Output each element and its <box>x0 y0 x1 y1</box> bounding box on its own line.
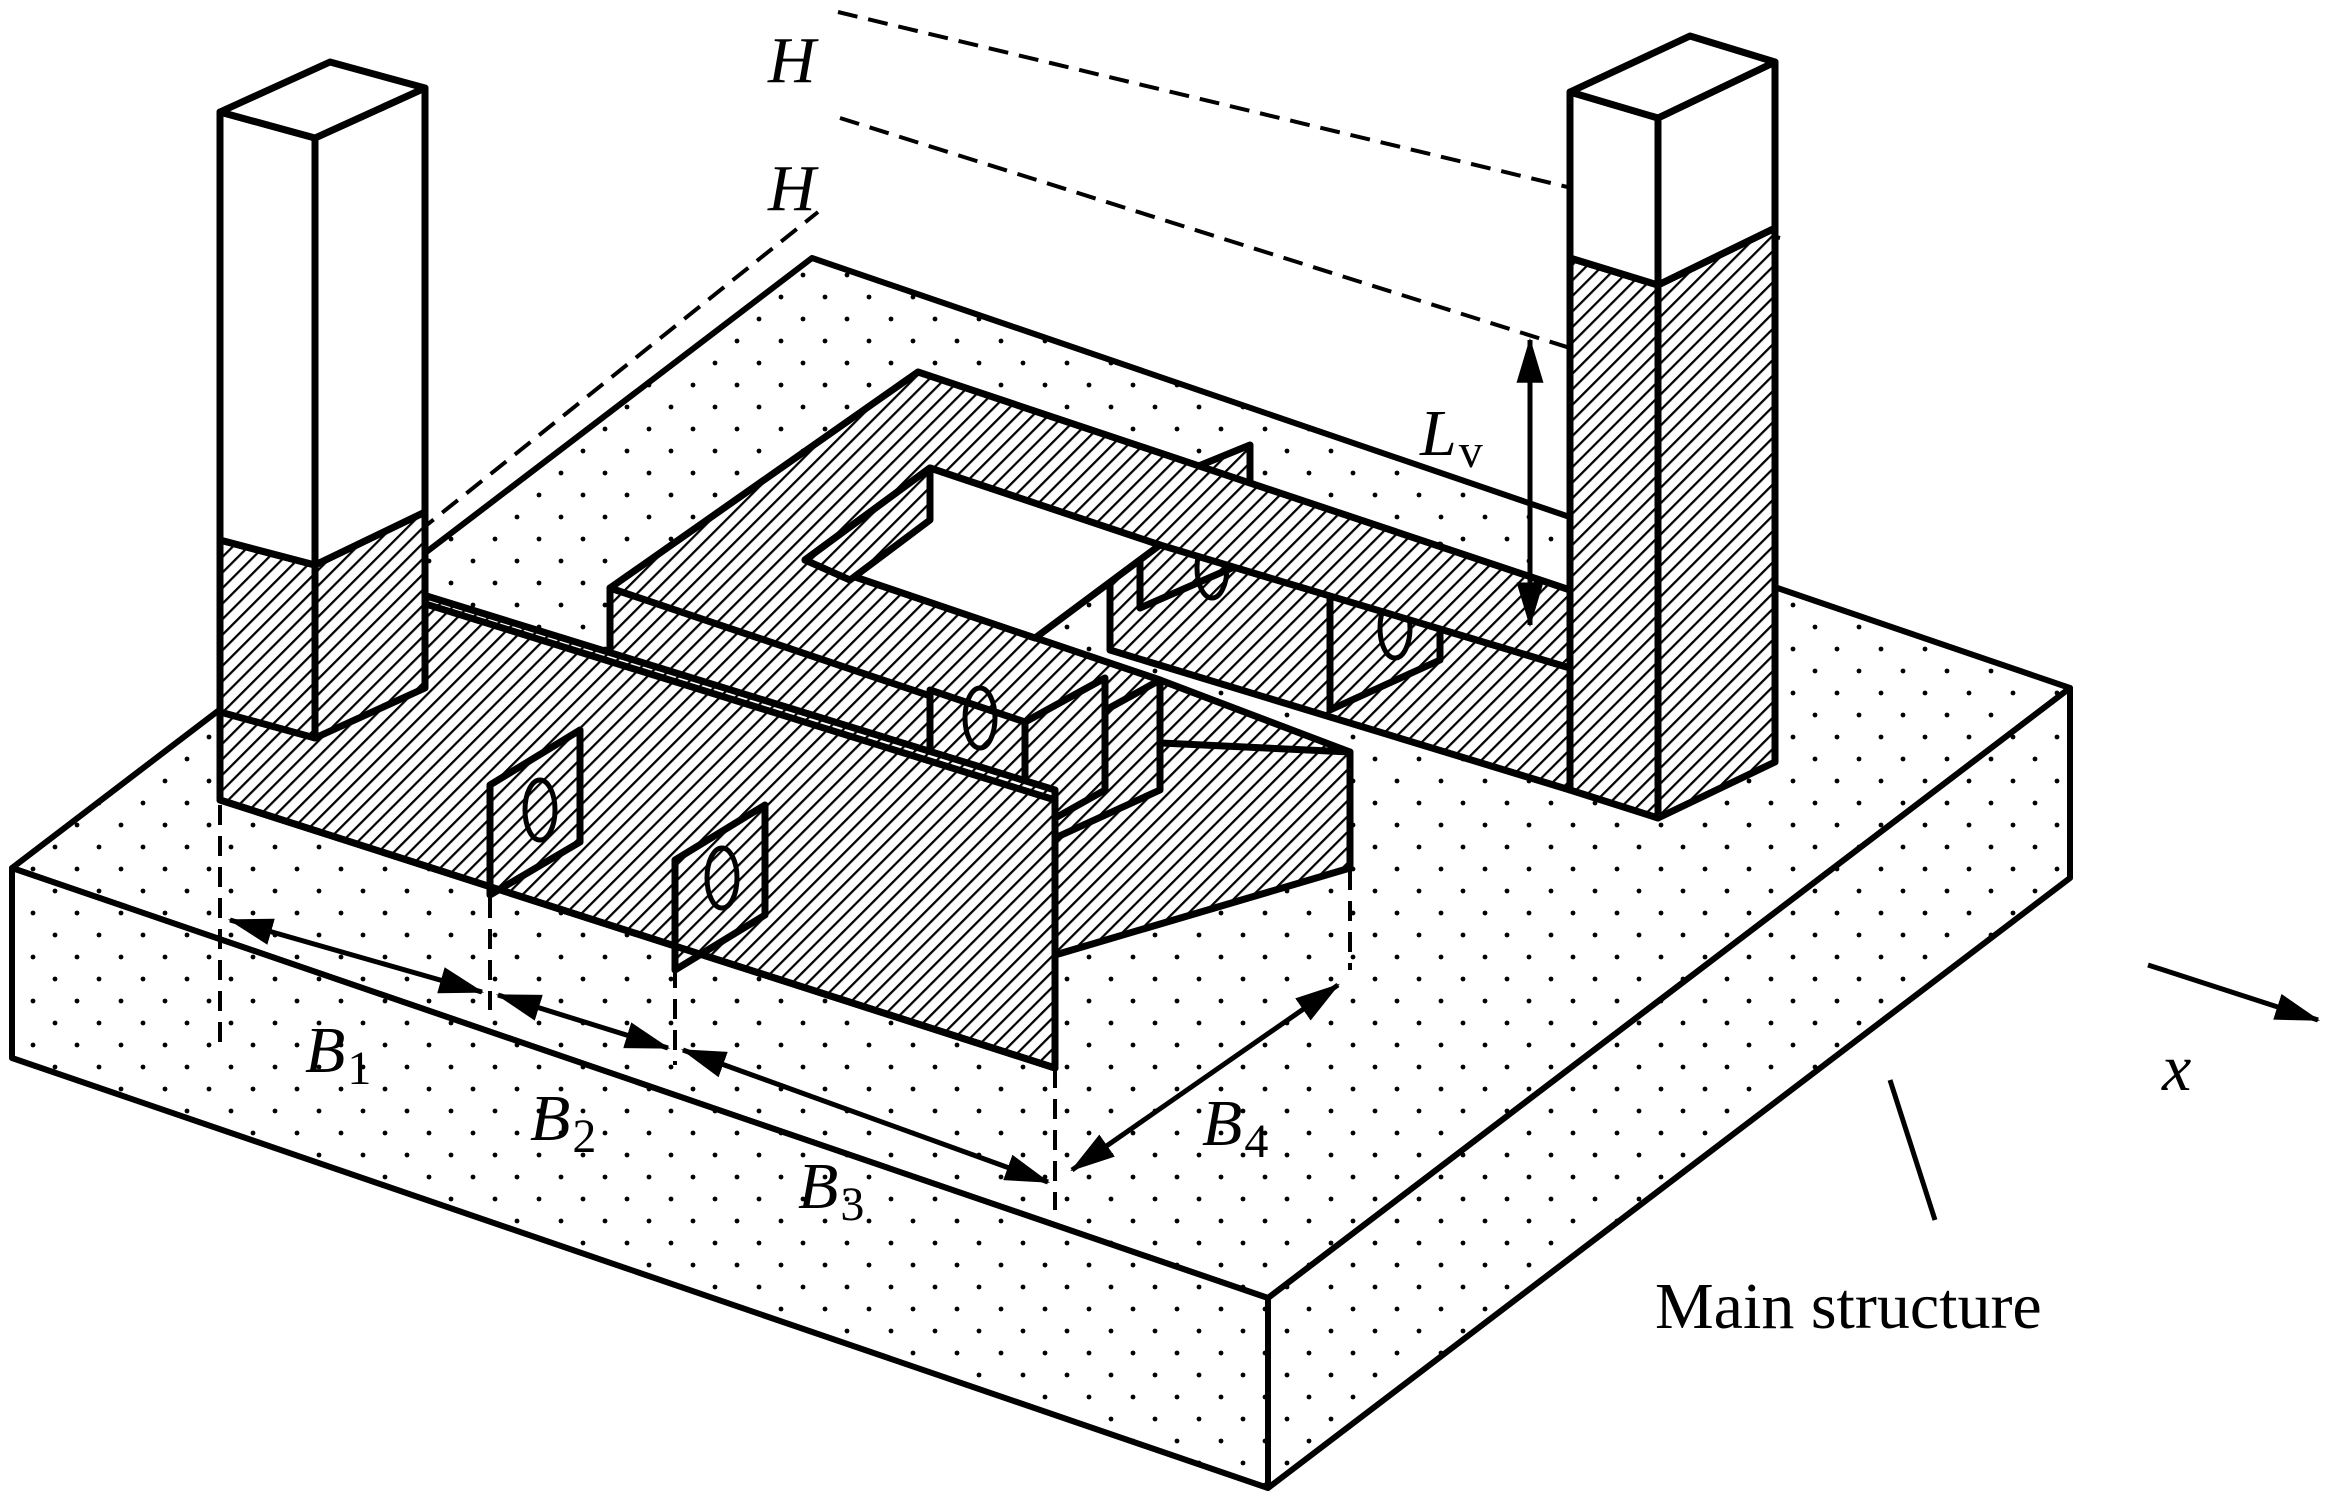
label-b3: B3 <box>798 1150 864 1231</box>
right-column-liquid-side <box>1654 224 1779 822</box>
left-column-cap <box>216 58 429 142</box>
label-main-structure: Main structure <box>1655 1270 2042 1343</box>
right-column-empty-front <box>1566 88 1662 289</box>
left-column-empty-front <box>216 108 319 569</box>
label-lv: Lv <box>1419 397 1483 478</box>
loop-inner-wall <box>801 464 934 584</box>
b3-dimension-arrow <box>680 1047 1051 1185</box>
label-b2: B2 <box>530 1082 596 1163</box>
slab-right-face <box>1265 685 2073 1491</box>
left-liquid-column <box>216 58 429 742</box>
left-column-empty-side <box>311 84 429 569</box>
label-b4: B4 <box>1202 1087 1268 1168</box>
label-x-axis: x <box>2161 1032 2191 1105</box>
b4-dimension-arrow <box>1070 982 1340 1173</box>
right-liquid-column <box>1566 32 1779 822</box>
front-orifice-2 <box>704 845 740 911</box>
front-block-1 <box>486 726 584 899</box>
label-h-upper: H <box>767 24 819 97</box>
dimension-lines <box>218 337 2321 1221</box>
right-column-cap <box>1566 32 1779 122</box>
b2-dimension-arrow <box>495 992 671 1051</box>
main-structure-leader <box>1887 1079 1938 1221</box>
left-column-liquid-front <box>216 536 319 742</box>
x-axis-arrow <box>2147 962 2321 1023</box>
front-block-2 <box>671 801 769 974</box>
loop-orifice <box>962 685 998 751</box>
label-h-lower: H <box>767 152 819 225</box>
label-b1: B1 <box>305 1014 371 1095</box>
right-column-liquid-front <box>1566 254 1662 822</box>
front-orifice-1 <box>522 777 558 843</box>
b1-dimension-arrow <box>227 917 485 995</box>
